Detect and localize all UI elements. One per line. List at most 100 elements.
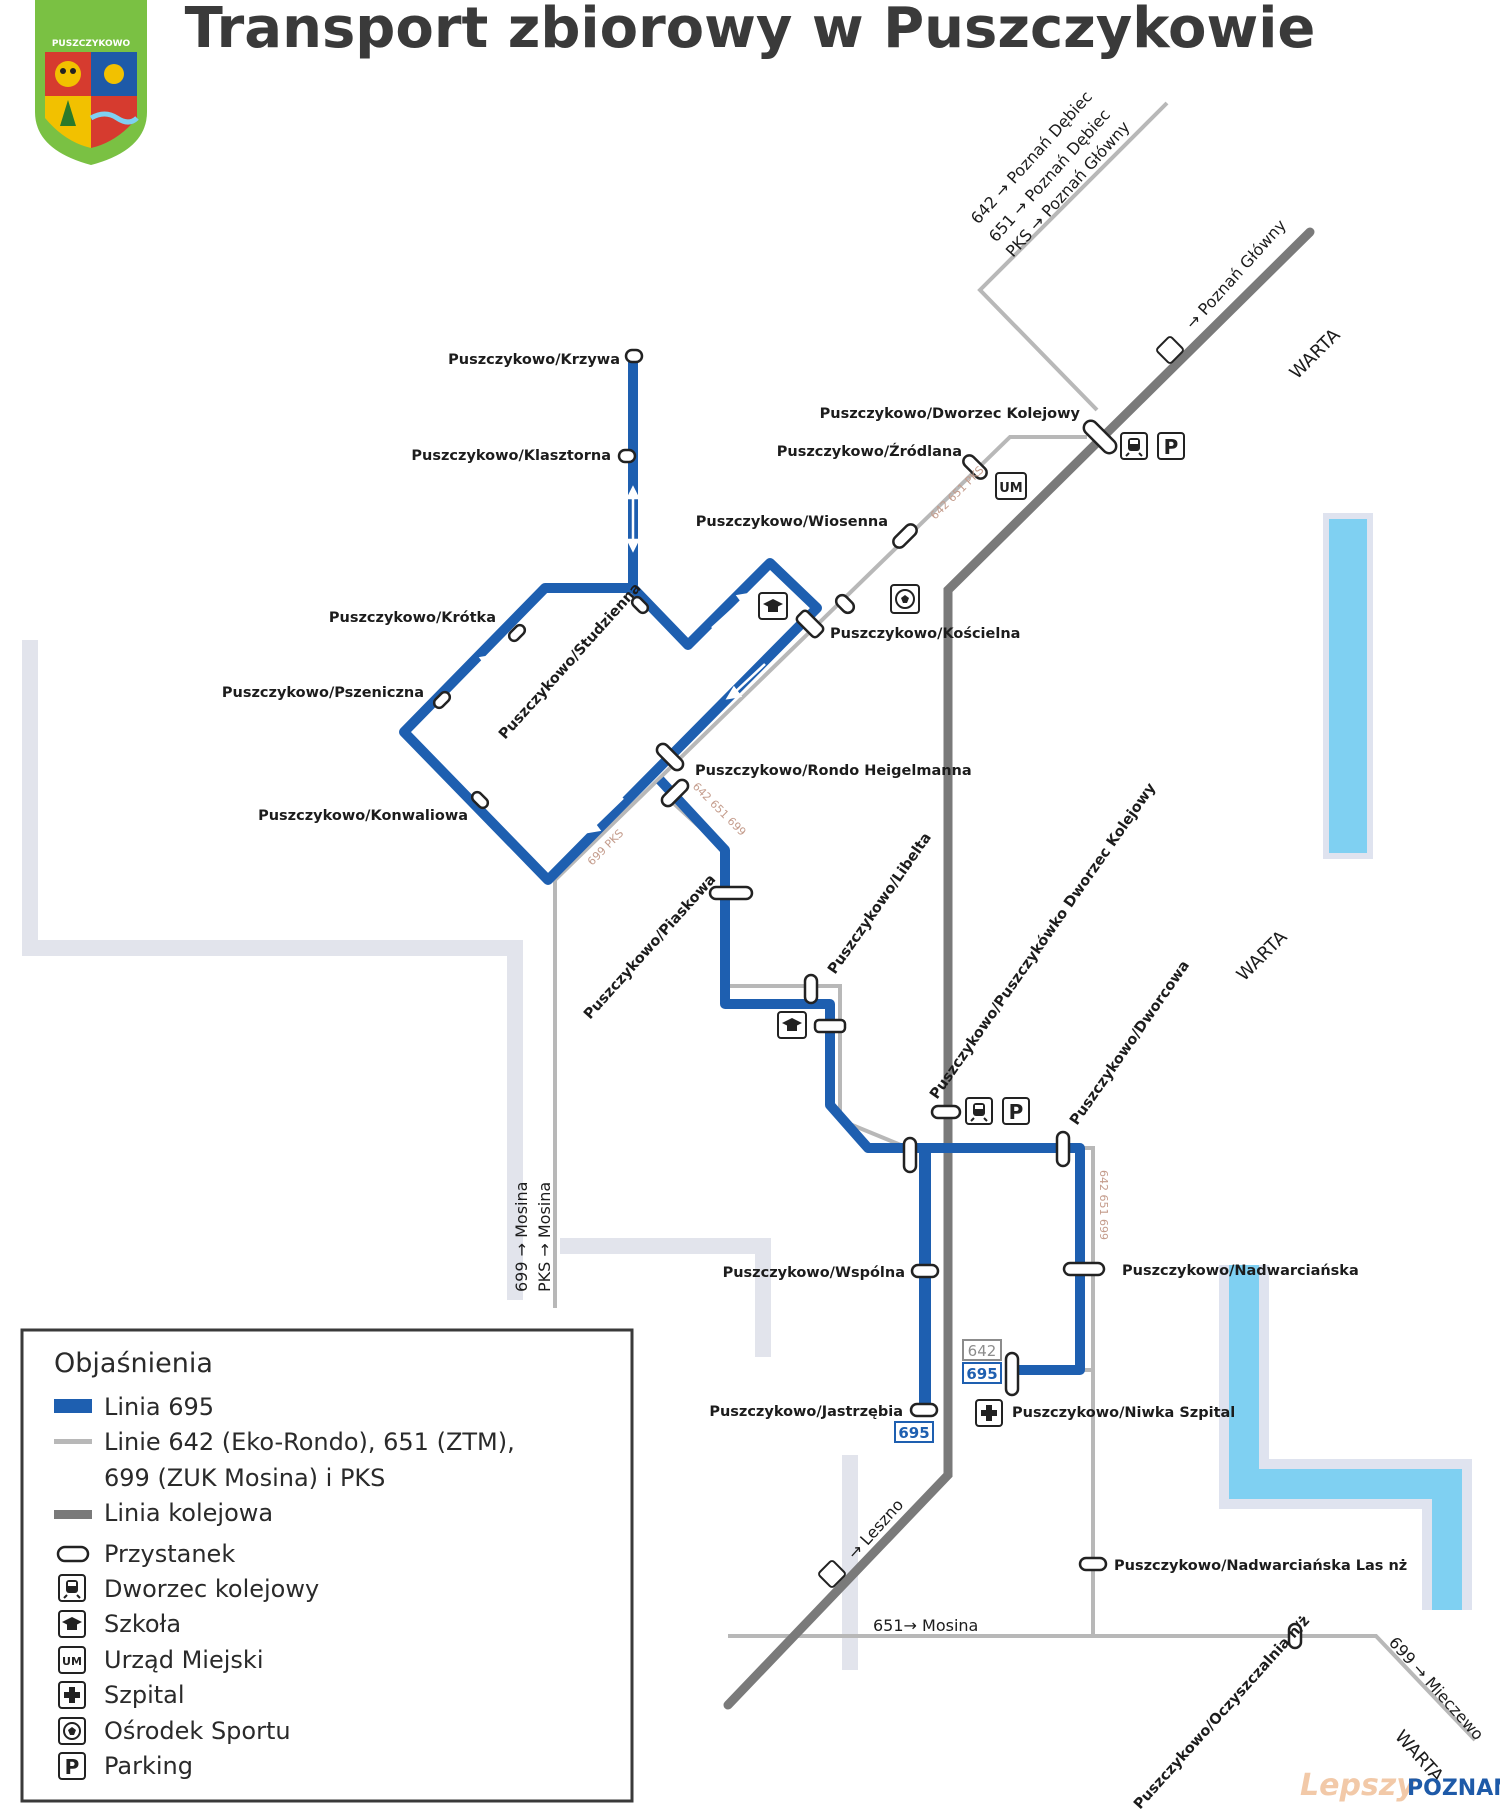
stop-pszeniczna[interactable] xyxy=(432,690,452,710)
legend-item-stop: Przystanek xyxy=(104,1540,235,1568)
stops xyxy=(432,348,1303,1650)
legend: Objaśnienia Linia 695 Linie 642 (Eko-Ron… xyxy=(20,1328,634,1803)
direction-box-icon-2 xyxy=(818,1560,846,1588)
line-badges: 642 695 695 xyxy=(894,1339,1002,1443)
label-pszeniczna: Puszczykowo/Pszeniczna xyxy=(222,685,424,701)
legend-swatch-695 xyxy=(54,1399,92,1413)
label-nadwarcianska: Puszczykowo/Nadwarciańska xyxy=(1122,1263,1359,1279)
stop-oczyszczalnia[interactable] xyxy=(1287,1622,1303,1650)
label-wspolna: Puszczykowo/Wspólna xyxy=(723,1265,905,1281)
label-krotka: Puszczykowo/Krótka xyxy=(329,610,496,626)
svg-text:642 651 699: 642 651 699 xyxy=(1097,1170,1110,1240)
legend-sport-icon xyxy=(58,1717,86,1745)
railway-line xyxy=(723,227,1315,1710)
hospital-icon xyxy=(975,1399,1003,1427)
stop-rondo-2[interactable] xyxy=(659,777,690,808)
svg-text:642 651 PKS: 642 651 PKS xyxy=(928,464,987,523)
legend-item-school: Szkoła xyxy=(104,1610,181,1638)
stop-klasztorna[interactable] xyxy=(617,448,637,464)
dir-mosina-699: 699 → Mosina xyxy=(512,1182,531,1292)
label-libelta: Puszczykowo/Libelta xyxy=(825,830,935,977)
label-dworcowa: Puszczykowo/Dworcowa xyxy=(1067,958,1193,1128)
legend-school-icon xyxy=(58,1610,86,1638)
parking-letter-2: P xyxy=(1009,1100,1024,1124)
stop-koscielna-2[interactable] xyxy=(795,609,825,639)
stop-libelta-1[interactable] xyxy=(803,973,819,1005)
parking-icon: P xyxy=(1157,432,1185,460)
legend-swatch-rail xyxy=(54,1510,92,1519)
legend-parking-letter: P xyxy=(65,1755,80,1779)
legend-item-station: Dworzec kolejowy xyxy=(104,1575,319,1603)
label-oczyszczalnia: Puszczykowo/Oczyszczalnia n/ż xyxy=(1131,1613,1313,1813)
svg-text:642 651 699: 642 651 699 xyxy=(690,780,749,839)
stop-libelta-2[interactable] xyxy=(813,1018,847,1034)
dir-pks: PKS → Poznań Główny xyxy=(1002,117,1134,260)
label-studzienna: Puszczykowo/Studzienna xyxy=(496,580,644,742)
poi-symbols: P UM P xyxy=(758,336,1185,1588)
badge-695-b: 695 xyxy=(894,1421,934,1443)
legend-item-bus-1: Linie 642 (Eko-Rondo), 651 (ZTM), xyxy=(104,1428,515,1456)
dir-mosina-651: 651→ Mosina xyxy=(873,1616,978,1635)
stop-niwka[interactable] xyxy=(1004,1351,1020,1397)
label-krzywa: Puszczykowo/Krzywa xyxy=(448,352,620,368)
label-klasztorna: Puszczykowo/Klasztorna xyxy=(411,448,611,464)
stop-wspolna[interactable] xyxy=(910,1263,940,1279)
train-station-icon-2 xyxy=(965,1097,993,1125)
coat-of-arms-logo: PUSZCZYKOWO xyxy=(35,0,147,165)
direction-box-icon-1 xyxy=(1156,336,1184,364)
logo-text: PUSZCZYKOWO xyxy=(52,39,131,49)
stop-zrodlana[interactable] xyxy=(961,453,989,481)
school-icon-2 xyxy=(777,1011,807,1039)
label-jastrzebia: Puszczykowo/Jastrzębia xyxy=(709,1404,903,1420)
label-zrodlana: Puszczykowo/Źródlana xyxy=(777,442,962,460)
label-nadwarcianska-las: Puszczykowo/Nadwarciańska Las nż xyxy=(1114,1558,1407,1574)
stop-koscielna-1[interactable] xyxy=(834,593,857,616)
stop-krotka[interactable] xyxy=(507,623,527,643)
dir-mosina-pks: PKS → Mosina xyxy=(535,1182,554,1292)
stop-rondo-1[interactable] xyxy=(654,741,685,772)
label-niwka: Puszczykowo/Niwka Szpital xyxy=(1012,1405,1235,1421)
legend-item-town-hall: Urząd Miejski xyxy=(104,1646,263,1674)
dir-mieczewo: 699 → Mieczewo xyxy=(1385,1633,1488,1744)
legend-um-letters: UM xyxy=(62,1655,82,1668)
stop-dworzec-kolejowy[interactable] xyxy=(1081,418,1119,456)
stop-wiosenna[interactable] xyxy=(891,522,919,550)
legend-item-695: Linia 695 xyxy=(104,1393,214,1421)
legend-title: Objaśnienia xyxy=(54,1348,213,1379)
svg-text:WARTA: WARTA xyxy=(1286,324,1345,383)
parking-icon-2: P xyxy=(1002,1097,1030,1125)
legend-train-icon xyxy=(58,1574,86,1602)
parking-letter: P xyxy=(1164,435,1179,459)
town-hall-icon: UM xyxy=(995,472,1027,500)
stop-nadwarcianska[interactable] xyxy=(1062,1261,1106,1277)
stop-piaskowa[interactable] xyxy=(708,885,754,901)
legend-swatch-bus xyxy=(54,1439,92,1444)
watermark-logo: Lepszy POZNAN.pl xyxy=(1300,1768,1500,1803)
school-icon xyxy=(758,592,788,620)
legend-item-parking: Parking xyxy=(104,1752,193,1780)
stop-puszczykowko-2[interactable] xyxy=(930,1104,962,1120)
stop-konwaliowa[interactable] xyxy=(470,790,490,810)
stop-jastrzebia[interactable] xyxy=(909,1402,939,1418)
label-dworzec-kolejowy: Puszczykowo/Dworzec Kolejowy xyxy=(820,406,1081,422)
legend-hospital-icon xyxy=(58,1681,86,1709)
river-warta xyxy=(1219,513,1472,1610)
legend-parking-icon: P xyxy=(58,1752,86,1780)
label-piaskowa: Puszczykowo/Piaskowa xyxy=(581,872,719,1023)
badge-642: 642 xyxy=(962,1339,1002,1361)
stop-dworcowa[interactable] xyxy=(1055,1130,1071,1168)
stop-nadwarcianska-las[interactable] xyxy=(1078,1556,1108,1572)
legend-item-rail: Linia kolejowa xyxy=(104,1499,273,1527)
legend-item-bus-2: 699 (ZUK Mosina) i PKS xyxy=(104,1464,385,1492)
svg-text:POZNAN.pl: POZNAN.pl xyxy=(1407,1776,1500,1801)
stop-puszczykowko-1[interactable] xyxy=(902,1136,918,1174)
stop-krzywa[interactable] xyxy=(624,348,644,364)
page-title: Transport zbiorowy w Puszczykowie xyxy=(185,0,1316,61)
svg-text:695: 695 xyxy=(898,1424,929,1442)
um-letters: UM xyxy=(999,481,1023,496)
legend-town-hall-icon: UM xyxy=(58,1646,86,1674)
label-wiosenna: Puszczykowo/Wiosenna xyxy=(696,514,888,530)
legend-item-sport: Ośrodek Sportu xyxy=(104,1717,291,1745)
svg-text:642: 642 xyxy=(968,1342,997,1360)
